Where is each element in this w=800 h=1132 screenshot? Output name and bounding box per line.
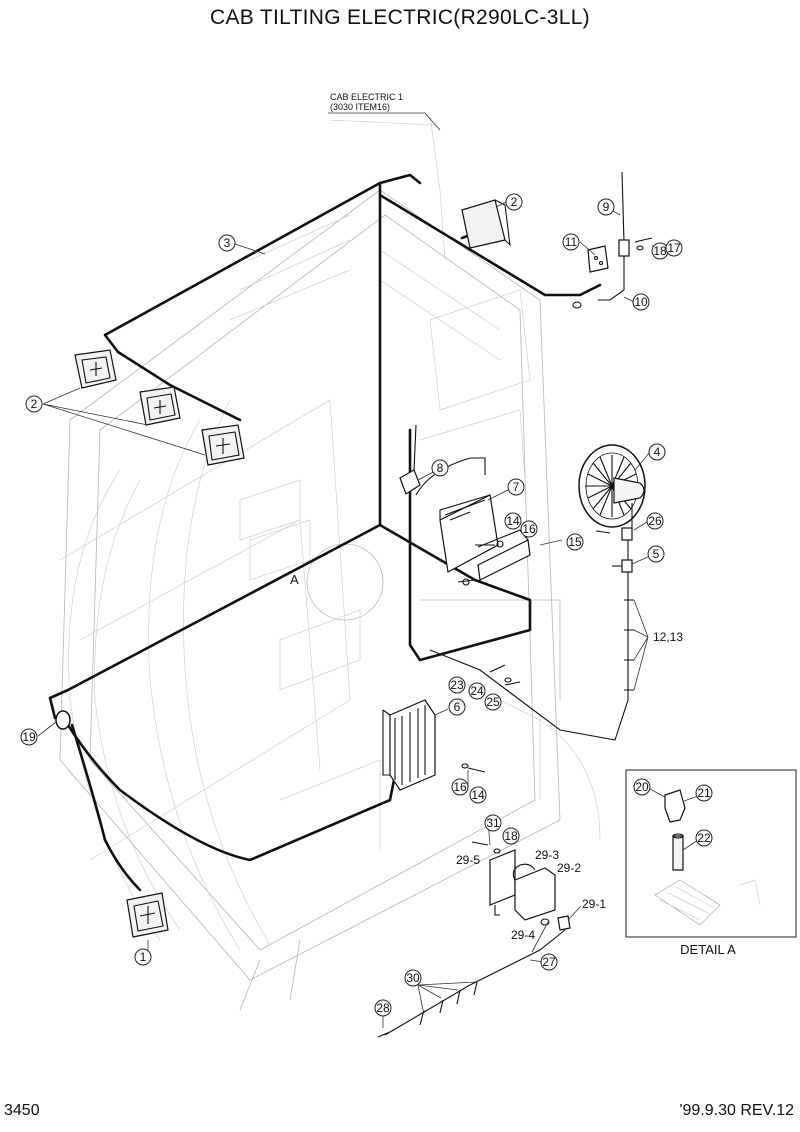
cab-fan: [578, 444, 646, 541]
section-marker-a: A: [290, 572, 299, 587]
callout-6: 6: [454, 700, 461, 714]
callout-29-2: 29-2: [557, 861, 581, 875]
callout-15: 15: [568, 535, 582, 549]
callout-4: 4: [654, 445, 661, 459]
callout-balloons: 2 3 9 11 18 17 10 2 8 7 4 14 16 26 15 5 …: [20, 193, 713, 1017]
callout-16-bottom: 16: [453, 780, 467, 794]
callout-14-bottom: 14: [471, 788, 485, 802]
callout-27: 27: [542, 955, 556, 969]
reference-note-line1: CAB ELECTRIC 1: [330, 92, 403, 102]
callout-5: 5: [653, 547, 660, 561]
callout-8: 8: [437, 461, 444, 475]
callout-23: 23: [450, 678, 464, 692]
converter-unit: [382, 699, 486, 791]
callout-31: 31: [486, 816, 500, 830]
callout-16-top: 16: [522, 522, 536, 536]
callout-18-top: 18: [653, 244, 667, 258]
callout-26: 26: [648, 514, 662, 528]
cab-frame-phantom: [59, 114, 601, 1011]
callout-7: 7: [513, 480, 520, 494]
grommet: [55, 710, 71, 730]
work-lamp-bottom: [126, 892, 169, 938]
washer-tank-assembly: [377, 841, 571, 1038]
radio-unit: [439, 494, 531, 586]
antenna-assembly: [572, 171, 653, 309]
callout-28: 28: [376, 1001, 390, 1015]
revision-stamp: '99.9.30 REV.12: [679, 1102, 794, 1119]
callout-24: 24: [470, 684, 484, 698]
callout-29-4: 29-4: [511, 928, 535, 942]
callout-2-left: 2: [31, 397, 38, 411]
screws-23-25: [489, 664, 521, 686]
callout-9: 9: [603, 200, 610, 214]
detail-a-caption: DETAIL A: [680, 942, 736, 957]
work-lamp-left-2: [139, 386, 181, 426]
callout-1: 1: [140, 950, 147, 964]
detail-a: [625, 769, 797, 938]
work-lamp-left-1: [74, 349, 117, 389]
callout-29-5: 29-5: [456, 853, 480, 867]
callout-18-bottom: 18: [504, 829, 518, 843]
callout-29-3: 29-3: [535, 848, 559, 862]
callout-30: 30: [406, 971, 420, 985]
callout-2-top: 2: [511, 195, 518, 209]
callout-21: 21: [697, 786, 711, 800]
reference-note-line2: (3030 ITEM16): [330, 102, 390, 112]
callout-25: 25: [486, 695, 500, 709]
callout-14-top: 14: [506, 514, 520, 528]
work-lamp-left-3: [201, 424, 245, 466]
callout-22: 22: [697, 831, 711, 845]
callout-12-13: 12,13: [653, 630, 683, 644]
callout-11: 11: [565, 235, 578, 249]
callout-17: 17: [667, 241, 681, 255]
work-lamp-top: [461, 199, 511, 249]
page-title: CAB TILTING ELECTRIC(R290LC-3LL): [210, 6, 590, 29]
callout-29-1: 29-1: [582, 897, 606, 911]
callout-3: 3: [224, 236, 231, 250]
callout-20: 20: [635, 780, 649, 794]
page-number: 3450: [4, 1102, 40, 1119]
fan-switch: [429, 540, 634, 741]
callout-19: 19: [22, 730, 36, 744]
callout-10: 10: [634, 295, 648, 309]
wiring-harness: [48, 173, 602, 892]
